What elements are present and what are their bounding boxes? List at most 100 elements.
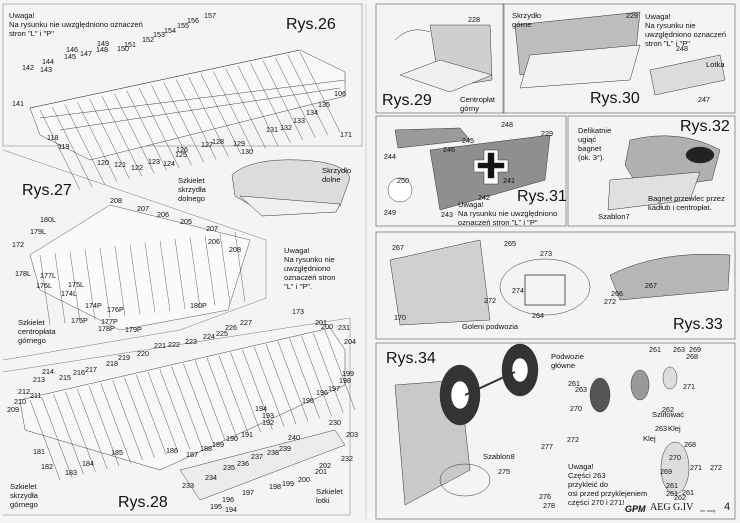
part-number-label: 270	[669, 453, 681, 462]
part-number-label: 219	[118, 353, 130, 362]
part-number-label: 147	[80, 49, 92, 58]
part-number-label: 247	[698, 95, 710, 104]
part-number-label: 199	[282, 479, 294, 488]
part-number-label: 122	[131, 163, 143, 172]
part-number-label: 173	[292, 307, 304, 316]
part-number-label: 196	[222, 495, 234, 504]
part-number-label: 195	[302, 396, 314, 405]
part-number-label: 175L	[68, 280, 84, 289]
desc-klej-1: Klej	[643, 434, 656, 443]
wing-rib	[64, 104, 105, 185]
wing-rib	[194, 360, 226, 441]
title-rys28: Rys.28	[118, 494, 168, 511]
wing-rib	[242, 349, 273, 430]
wing-rib	[206, 357, 238, 439]
desc-bagnet: Bagnet przewlec przez kadłub i centropła…	[648, 194, 725, 212]
part-number-label: 135	[318, 100, 330, 109]
title-rys33: Rys.33	[673, 316, 723, 333]
wing-rib	[76, 388, 108, 469]
part-number-label: 186	[166, 446, 178, 455]
part-number-label: 228	[468, 15, 480, 24]
part-number-label: 196	[316, 388, 328, 397]
part-number-label: 207	[137, 204, 149, 213]
wing-rib	[151, 85, 192, 166]
wing-rib	[138, 87, 180, 169]
part-number-label: 261	[666, 481, 678, 490]
part-number-label: 185	[111, 448, 123, 457]
part-number-label: 183	[65, 468, 77, 477]
part-number-label: 221	[154, 341, 166, 350]
model-name: AEG G.IV	[650, 502, 694, 513]
part-number-label: 236	[237, 459, 249, 468]
wing-rib	[189, 237, 201, 308]
wing-rib	[112, 380, 143, 461]
part-number-label: 134	[306, 108, 318, 117]
part-number-label: 150	[117, 44, 129, 53]
part-number-label: 179P	[125, 325, 142, 334]
wing-rib	[65, 391, 96, 472]
desc-centroplat-gorny: Centropłat górny	[460, 95, 496, 113]
note-rys34: Uwaga! Części 263 przykleić do osi przed…	[568, 462, 648, 507]
desc-podwozie: Podwozie główne	[551, 352, 584, 370]
wing-rib	[89, 98, 130, 180]
part-number-label: 237	[251, 452, 263, 461]
part-number-label: 274	[512, 286, 524, 295]
part-number-label: 177P	[101, 317, 118, 326]
wing-rib	[265, 343, 297, 425]
part-number-label: 208	[110, 196, 122, 205]
part-number-label: 271	[690, 463, 702, 472]
part-number-label: 133	[293, 116, 305, 125]
part-number-label: 177L	[40, 271, 56, 280]
part-number-label: 146	[66, 45, 78, 54]
part-number-label: 180P	[190, 301, 207, 310]
part-number-label: 216	[73, 368, 85, 377]
part-number-label: 262	[674, 493, 686, 502]
part-number-label: 132	[280, 123, 292, 132]
wing-rib	[175, 79, 217, 160]
part-number-label: 209	[7, 405, 19, 414]
part-number-label: 276	[539, 492, 551, 501]
rys31-drawing	[387, 127, 551, 211]
wing-rib	[53, 394, 84, 475]
part-number-label: 176L	[36, 281, 52, 290]
part-number-label: 194	[225, 505, 237, 514]
wing-rib	[299, 51, 341, 133]
desc-delikatnie: Delikatnie ugiąć bagnet (ok. 3°).	[578, 126, 612, 162]
part-number-label: 119	[58, 142, 70, 151]
desc-szablon8: Szablon8	[483, 452, 515, 461]
part-number-label: 225	[216, 329, 228, 338]
wing-rib	[174, 239, 186, 310]
part-number-label: 241	[503, 176, 515, 185]
part-number-label: 198	[269, 482, 281, 491]
wing-rib	[230, 352, 261, 433]
desc-skrzydlo-dolne: Skrzydło dolne	[322, 166, 352, 184]
wing-rib	[171, 366, 202, 447]
part-number-label: 263	[575, 385, 587, 394]
wing-rib	[29, 399, 61, 481]
part-number-label: 131	[266, 125, 278, 134]
part-number-label: 154	[164, 26, 176, 35]
part-number-label: 266	[611, 289, 623, 298]
wing-rib	[218, 355, 250, 436]
part-number-label: 246	[443, 145, 455, 154]
part-number-label: 261	[649, 345, 661, 354]
part-number-label: 248	[501, 120, 513, 129]
part-number-label: 193	[262, 411, 274, 420]
note-rys27: Uwaga! Na rysunku nie uwzględniono oznac…	[284, 246, 336, 291]
part-number-label: 210	[14, 397, 26, 406]
part-number-label: 203	[346, 430, 358, 439]
wing-rib	[289, 338, 320, 419]
part-number-label: 218	[106, 359, 118, 368]
wing-rib	[126, 90, 167, 171]
small-print: Inn. mody.	[700, 509, 717, 513]
part-number-label: 263	[655, 424, 667, 433]
part-number-label: 180L	[40, 215, 56, 224]
part-number-label: 230	[329, 418, 341, 427]
part-number-label: 195	[210, 502, 222, 511]
wing-rib	[41, 397, 73, 478]
part-number-label: 206	[208, 237, 220, 246]
part-number-label: 125	[175, 150, 187, 159]
panel-rys31-border	[375, 115, 567, 227]
part-number-label: 212	[18, 387, 30, 396]
part-number-label: 118	[47, 133, 59, 142]
